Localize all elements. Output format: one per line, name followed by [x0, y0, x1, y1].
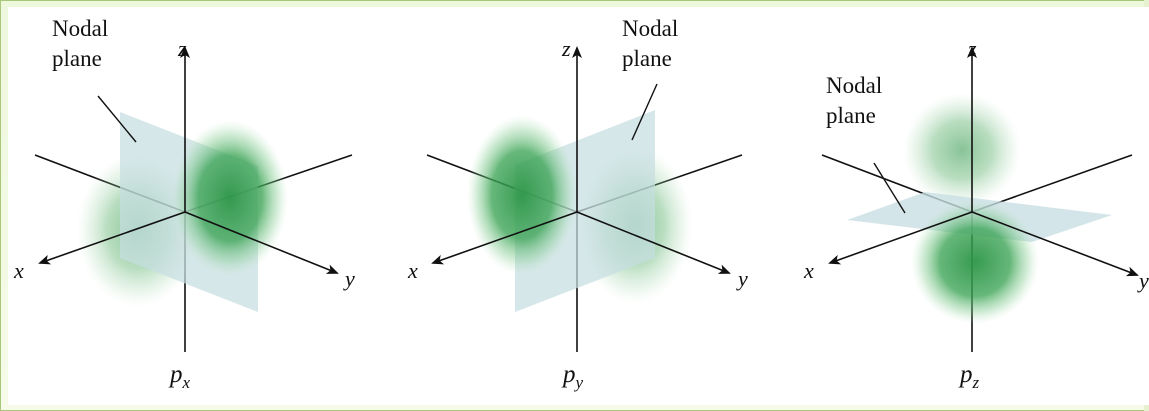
orbital-lobe-lower: [911, 200, 1039, 324]
axis-x: [38, 211, 186, 265]
nodal-leader-line: [631, 83, 658, 141]
axis-y-label: y: [343, 266, 355, 291]
nodal-label-line2: plane: [622, 46, 672, 71]
axis-y: [971, 211, 1139, 277]
nodal-label-line2: plane: [826, 103, 876, 128]
orbital-label: px: [168, 361, 191, 392]
axis-y: [576, 211, 731, 274]
nodal-label-line1: Nodal: [826, 73, 882, 98]
orbital-lobe-upper: [902, 92, 1022, 208]
orbital-lobe-dark: [467, 115, 577, 275]
figure-canvas: Nodal plane z x y px Nodal plane z x y p…: [8, 7, 1149, 405]
orbital-label: pz: [958, 361, 980, 392]
nodal-label-line1: Nodal: [52, 16, 108, 41]
panel-px: Nodal plane z x y px: [13, 16, 355, 392]
nodal-label-line1: Nodal: [622, 16, 678, 41]
orbital-label: py: [561, 361, 584, 392]
nodal-leader-line: [873, 162, 906, 214]
p-orbitals-diagram: Nodal plane z x y px Nodal plane z x y p…: [13, 16, 1149, 392]
axis-y: [184, 211, 339, 274]
axis-x-label: x: [13, 258, 24, 283]
axis-x-label: x: [803, 258, 814, 283]
axis-y-label: y: [1137, 268, 1149, 293]
panel-py: Nodal plane z x y py: [407, 16, 748, 392]
panel-pz: Nodal plane z x y pz: [803, 36, 1149, 392]
axis-z-label: z: [177, 36, 187, 61]
axis-y-label: y: [736, 266, 748, 291]
axis-x: [431, 211, 578, 265]
nodal-label-line2: plane: [52, 46, 102, 71]
nodal-leader-line: [97, 95, 137, 143]
axis-x: [828, 211, 973, 265]
orbital-lobe-dark: [172, 120, 288, 276]
axis-z-label: z: [967, 36, 977, 61]
axis-z-label: z: [561, 36, 571, 61]
axis-x-label: x: [407, 258, 418, 283]
